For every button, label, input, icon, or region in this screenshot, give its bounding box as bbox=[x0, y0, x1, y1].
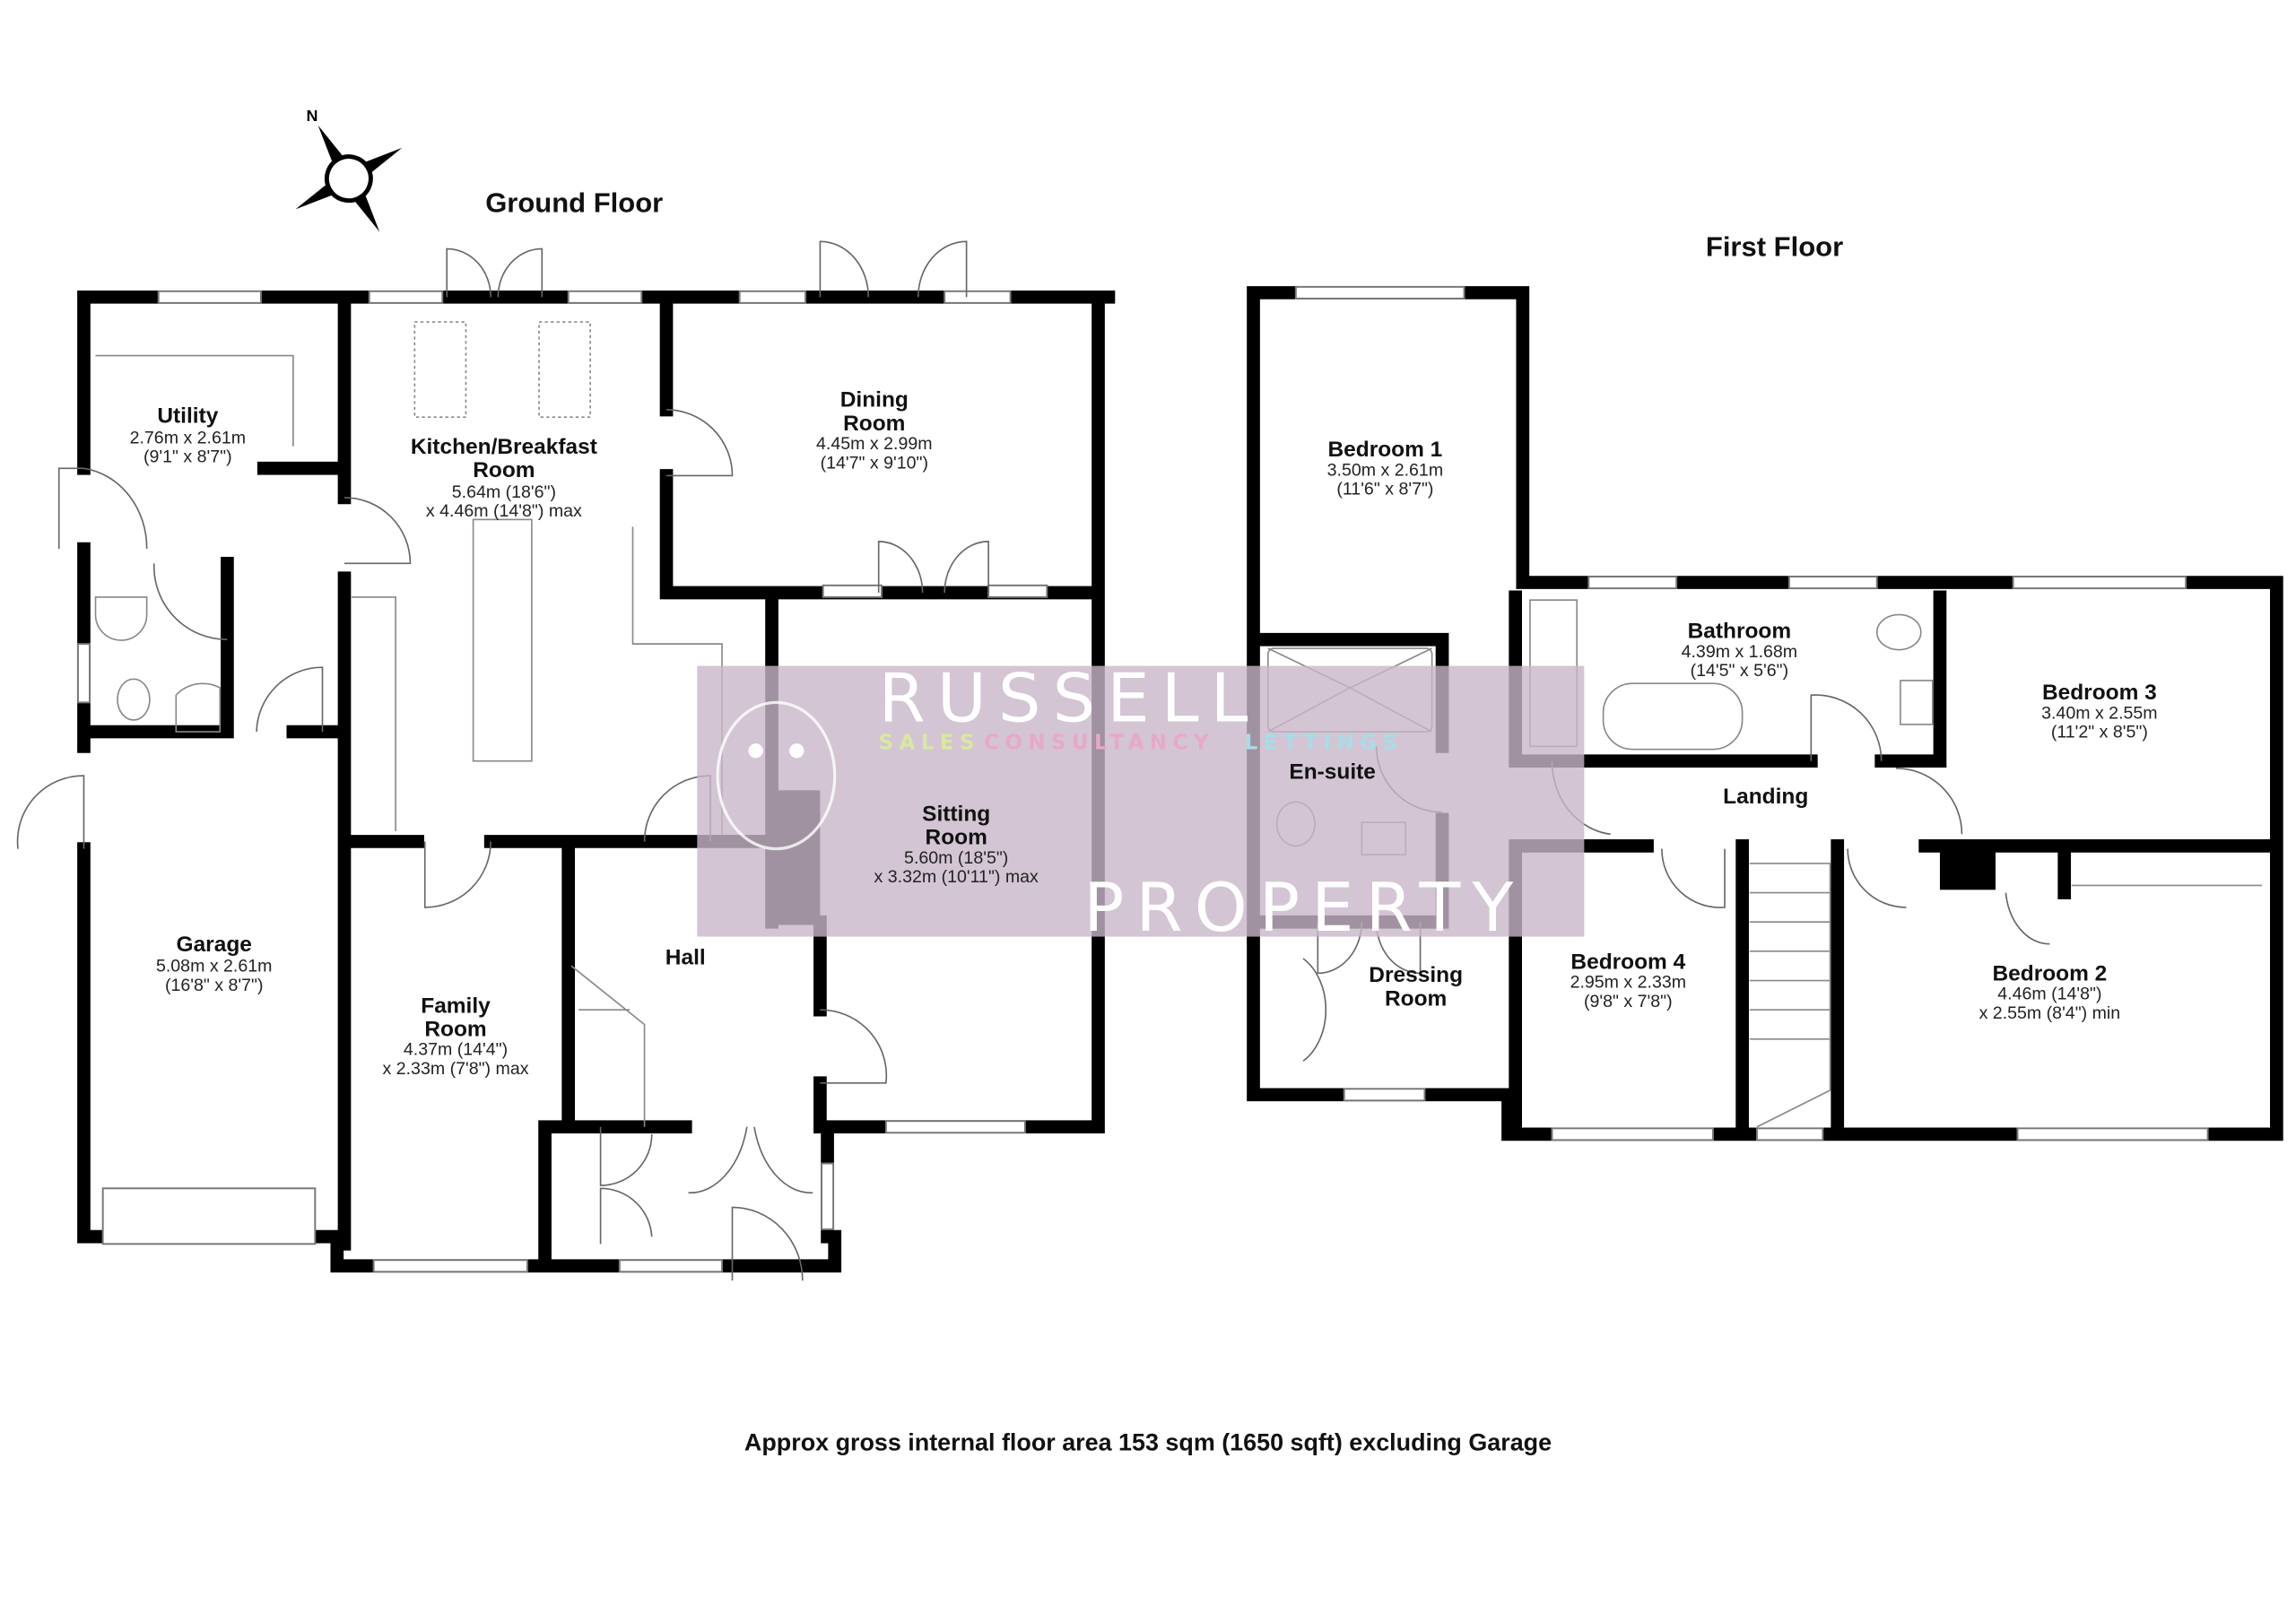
watermark-tagline-sales: SALES bbox=[879, 732, 980, 755]
window bbox=[618, 1259, 724, 1273]
watermark-brand-line1: RUSSELL bbox=[879, 659, 1260, 738]
window bbox=[1787, 576, 1878, 590]
room-name: Room bbox=[473, 458, 535, 482]
room-dims: (14'5" x 5'6") bbox=[1691, 661, 1789, 681]
room-dims: 4.46m (14'8") bbox=[1997, 985, 2101, 1004]
window bbox=[822, 584, 883, 598]
room-dims: 4.39m x 1.68m bbox=[1682, 642, 1798, 662]
room-dims: x 3.32m (10'11") max bbox=[874, 867, 1039, 887]
window bbox=[372, 1259, 528, 1273]
room-name: Bedroom 2 bbox=[1992, 962, 2107, 986]
room-bedroom-2: Bedroom 2 4.46m (14'8") x 2.55m (8'4") m… bbox=[1979, 962, 2121, 1023]
room-dims: x 4.46m (14'8") max bbox=[426, 501, 582, 521]
room-name: Family bbox=[421, 994, 491, 1018]
room-name: Bedroom 1 bbox=[1327, 438, 1442, 462]
room-dims: 4.37m (14'4") bbox=[404, 1040, 508, 1060]
room-name: Dressing bbox=[1369, 963, 1463, 987]
watermark-logo: RUSSELL SALES CONSULTANCY LETTINGS PROPE… bbox=[697, 659, 1585, 947]
room-name: Bathroom bbox=[1688, 620, 1792, 644]
room-dims: 5.60m (18'5") bbox=[904, 848, 1008, 868]
room-dims: 3.50m x 2.61m bbox=[1327, 460, 1444, 480]
compass-icon: N bbox=[295, 107, 403, 232]
room-dining: Dining Room 4.45m x 2.99m (14'7" x 9'10"… bbox=[816, 388, 933, 473]
window bbox=[821, 1162, 835, 1230]
window bbox=[987, 584, 1048, 598]
window bbox=[567, 290, 643, 304]
room-en-suite: En-suite bbox=[1289, 759, 1376, 784]
window bbox=[1551, 1127, 1714, 1141]
room-name: Room bbox=[843, 412, 905, 436]
room-name: Room bbox=[926, 826, 987, 850]
garage-door bbox=[101, 1187, 317, 1245]
room-dims: 3.40m x 2.55m bbox=[2041, 703, 2158, 723]
room-utility: Utility 2.76m x 2.61m (9'1" x 8'7") bbox=[130, 404, 247, 467]
room-name: Sitting bbox=[922, 803, 990, 827]
room-bedroom-4: Bedroom 4 2.95m x 2.33m (9'8" x 7'8") bbox=[1570, 950, 1687, 1011]
room-name: Garage bbox=[177, 933, 252, 957]
window bbox=[1587, 576, 1678, 590]
room-bedroom-1: Bedroom 1 3.50m x 2.61m (11'6" x 8'7") bbox=[1327, 438, 1444, 499]
watermark-tagline-consultancy: CONSULTANCY bbox=[984, 732, 1214, 755]
compass-north-label: N bbox=[307, 107, 318, 125]
window bbox=[944, 290, 1012, 304]
room-name: Dining bbox=[840, 388, 909, 412]
room-name: Bedroom 3 bbox=[2042, 681, 2157, 705]
ground-floor-title: Ground Floor bbox=[485, 187, 663, 219]
window bbox=[2016, 1127, 2209, 1141]
window bbox=[368, 290, 444, 304]
room-dims: 5.64m (18'6") bbox=[452, 482, 556, 502]
window bbox=[738, 290, 807, 304]
room-dims: 2.76m x 2.61m bbox=[130, 429, 247, 448]
room-dims: (11'6" x 8'7") bbox=[1336, 480, 1433, 499]
room-dims: (14'7" x 9'10") bbox=[821, 453, 928, 473]
room-name: Kitchen/Breakfast bbox=[411, 435, 597, 459]
room-dims: x 2.55m (8'4") min bbox=[1979, 1003, 2121, 1023]
window bbox=[1294, 285, 1465, 299]
room-name: Room bbox=[424, 1018, 486, 1042]
first-floor-title: First Floor bbox=[1706, 231, 1843, 263]
room-family: Family Room 4.37m (14'4") x 2.33m (7'8")… bbox=[383, 994, 529, 1079]
window bbox=[76, 643, 91, 704]
room-name: Utility bbox=[157, 404, 218, 429]
room-dims: (11'2" x 8'5") bbox=[2051, 723, 2148, 742]
room-landing: Landing bbox=[1723, 785, 1808, 809]
floor-area-note: Approx gross internal floor area 153 sqm… bbox=[744, 1428, 1552, 1455]
watermark-tagline-lettings: LETTINGS bbox=[1245, 732, 1404, 755]
room-dims: x 2.33m (7'8") max bbox=[383, 1059, 529, 1079]
room-dims: 5.08m x 2.61m bbox=[156, 957, 273, 976]
room-dims: (9'1" x 8'7") bbox=[144, 447, 232, 467]
watermark-brand-line2: PROPERTY bbox=[1083, 868, 1525, 947]
room-sitting: Sitting Room 5.60m (18'5") x 3.32m (10'1… bbox=[874, 803, 1039, 888]
room-dims: 2.95m x 2.33m bbox=[1570, 973, 1687, 993]
room-dims: (9'8" x 7'8") bbox=[1584, 992, 1673, 1011]
room-dims: (16'8" x 8'7") bbox=[165, 976, 264, 995]
room-bedroom-3: Bedroom 3 3.40m x 2.55m (11'2" x 8'5") bbox=[2041, 681, 2158, 742]
room-name: Bedroom 4 bbox=[1570, 950, 1685, 974]
window bbox=[2012, 576, 2187, 590]
room-hall: Hall bbox=[665, 946, 706, 970]
room-name: Room bbox=[1385, 986, 1447, 1011]
room-kitchen: Kitchen/Breakfast Room 5.64m (18'6") x 4… bbox=[411, 435, 597, 521]
room-dims: 4.45m x 2.99m bbox=[816, 434, 933, 454]
window bbox=[884, 1120, 1026, 1134]
room-dressing: Dressing Room bbox=[1369, 963, 1463, 1011]
room-bathroom: Bathroom 4.39m x 1.68m (14'5" x 5'6") bbox=[1682, 620, 1798, 681]
window bbox=[157, 290, 262, 304]
room-garage: Garage 5.08m x 2.61m (16'8" x 8'7") bbox=[156, 933, 273, 995]
window bbox=[1343, 1088, 1426, 1102]
window bbox=[1755, 1127, 1824, 1141]
